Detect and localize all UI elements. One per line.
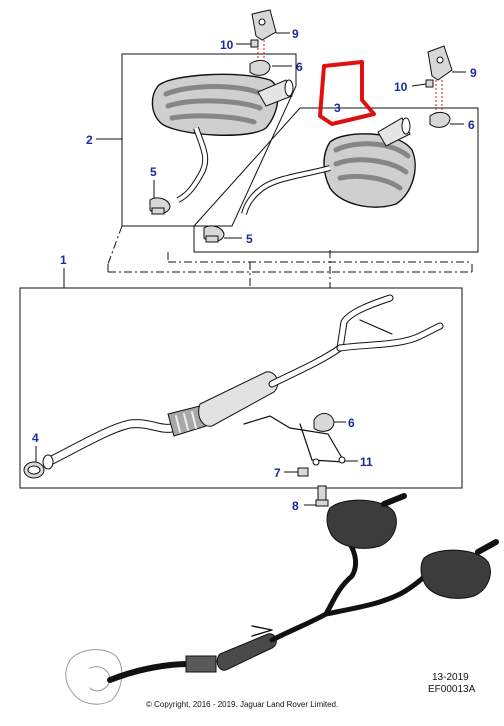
callout-9-right: 9 (470, 66, 477, 80)
rear-silencer-left (151, 73, 294, 203)
rear-silencer-right (241, 117, 416, 215)
figure-code: EF00013A (428, 684, 476, 695)
callout-11: 11 (360, 455, 373, 469)
hanger-upper-left (249, 9, 277, 76)
callout-10-upper: 10 (220, 38, 234, 52)
bolt (315, 485, 329, 507)
isolator-lower (313, 413, 335, 432)
callout-9-upper: 9 (292, 27, 299, 41)
hanger-upper-right (425, 45, 453, 128)
callout-7: 7 (274, 466, 281, 480)
callout-2: 2 (86, 133, 93, 147)
clamp-left (149, 197, 171, 215)
callout-1: 1 (60, 253, 67, 267)
panel-left-silencer (121, 53, 297, 227)
exhaust-main-system (42, 294, 444, 470)
nut (297, 467, 309, 477)
panel-right-silencer (193, 107, 479, 253)
callout-5-left: 5 (150, 165, 157, 179)
callout-8: 8 (292, 499, 299, 513)
front-clamp (23, 461, 45, 479)
callout-4: 4 (32, 431, 39, 445)
callout-3: 3 (334, 101, 341, 115)
callout-10-right: 10 (394, 80, 408, 94)
clamp-right (203, 225, 225, 243)
group-frames (19, 53, 479, 489)
copyright-text: © Copyright, 2016 - 2019. Jaguar Land Ro… (146, 700, 338, 709)
callouts: 9 10 6 2 5 3 10 9 6 5 1 4 6 (32, 27, 477, 513)
installed-view (65, 493, 499, 705)
callout-6-right: 6 (468, 118, 475, 132)
callout-6-upper: 6 (296, 60, 303, 74)
part-3-highlight (318, 60, 376, 126)
callout-5-right: 5 (246, 232, 253, 246)
panel-main-system (19, 287, 463, 489)
date-code: 13-2019 (432, 672, 469, 683)
callout-6-lower: 6 (348, 416, 355, 430)
